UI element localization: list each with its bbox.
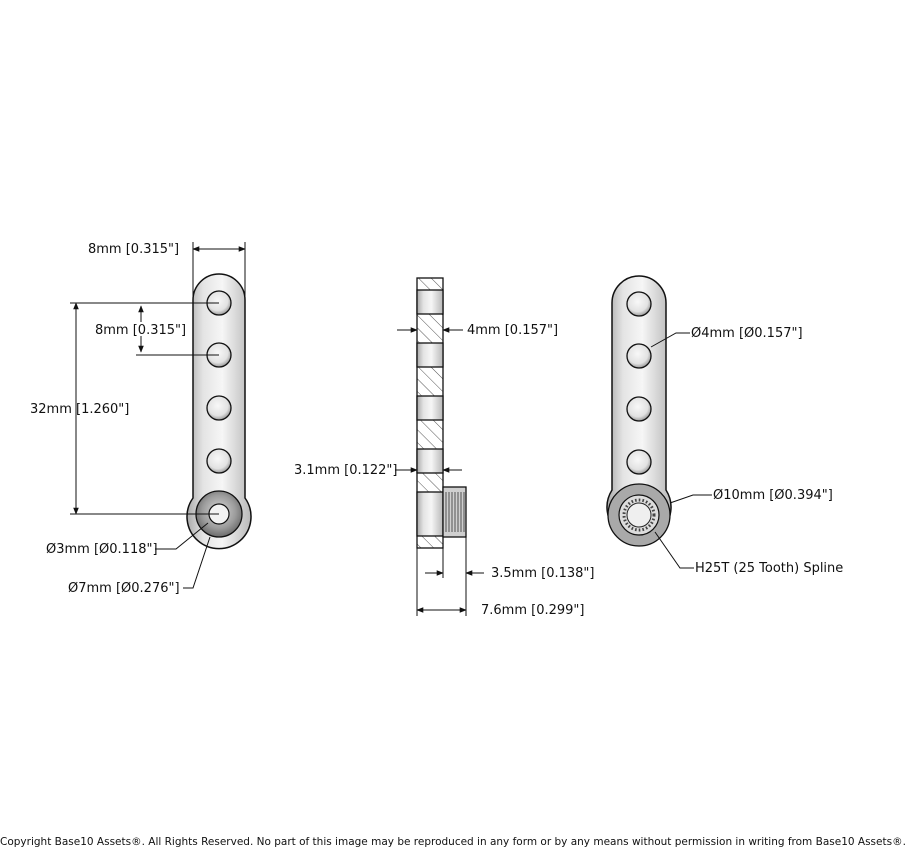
dim-total-7-6mm: 7.6mm [0.299"]: [481, 603, 584, 618]
dim-spline: H25T (25 Tooth) Spline: [695, 561, 843, 576]
dim-hub-3-5mm: 3.5mm [0.138"]: [491, 566, 594, 581]
copyright-footer: Copyright Base10 Assets®. All Rights Res…: [0, 836, 906, 848]
side-view: [416, 277, 467, 549]
front-hole-4: [206, 448, 232, 474]
back-dimensions: [650, 332, 712, 569]
servo-arm-technical-drawing: 8mm [0.315"] 8mm [0.315"] 32mm [1.260"] …: [30, 242, 843, 618]
dim-boss-7mm: Ø7mm [Ø0.276"]: [68, 581, 180, 596]
dim-pitch-8mm: 8mm [0.315"]: [95, 323, 186, 338]
back-hole-2: [626, 343, 652, 369]
dim-hole-3mm: Ø3mm [Ø0.118"]: [46, 542, 158, 557]
dim-length-32mm: 32mm [1.260"]: [30, 402, 129, 417]
back-hole-3: [626, 396, 652, 422]
front-dimensions: [70, 242, 246, 589]
side-dimensions: [395, 327, 484, 616]
back-spline-bore: [626, 502, 652, 528]
back-hole-1: [626, 291, 652, 317]
back-view: [606, 275, 672, 547]
front-view: [186, 273, 252, 550]
back-hole-4: [626, 449, 652, 475]
back-spline-teeth: [622, 498, 656, 532]
dim-hole-4mm: Ø4mm [Ø0.157"]: [691, 326, 803, 341]
front-hole-3: [206, 395, 232, 421]
dim-width-8mm: 8mm [0.315"]: [88, 242, 179, 257]
dim-boss-10mm: Ø10mm [Ø0.394"]: [713, 488, 833, 503]
dim-thickness-3-1mm: 3.1mm [0.122"]: [294, 463, 397, 478]
side-hub-spline: [442, 486, 467, 538]
dim-thickness-4mm: 4mm [0.157"]: [467, 323, 558, 338]
